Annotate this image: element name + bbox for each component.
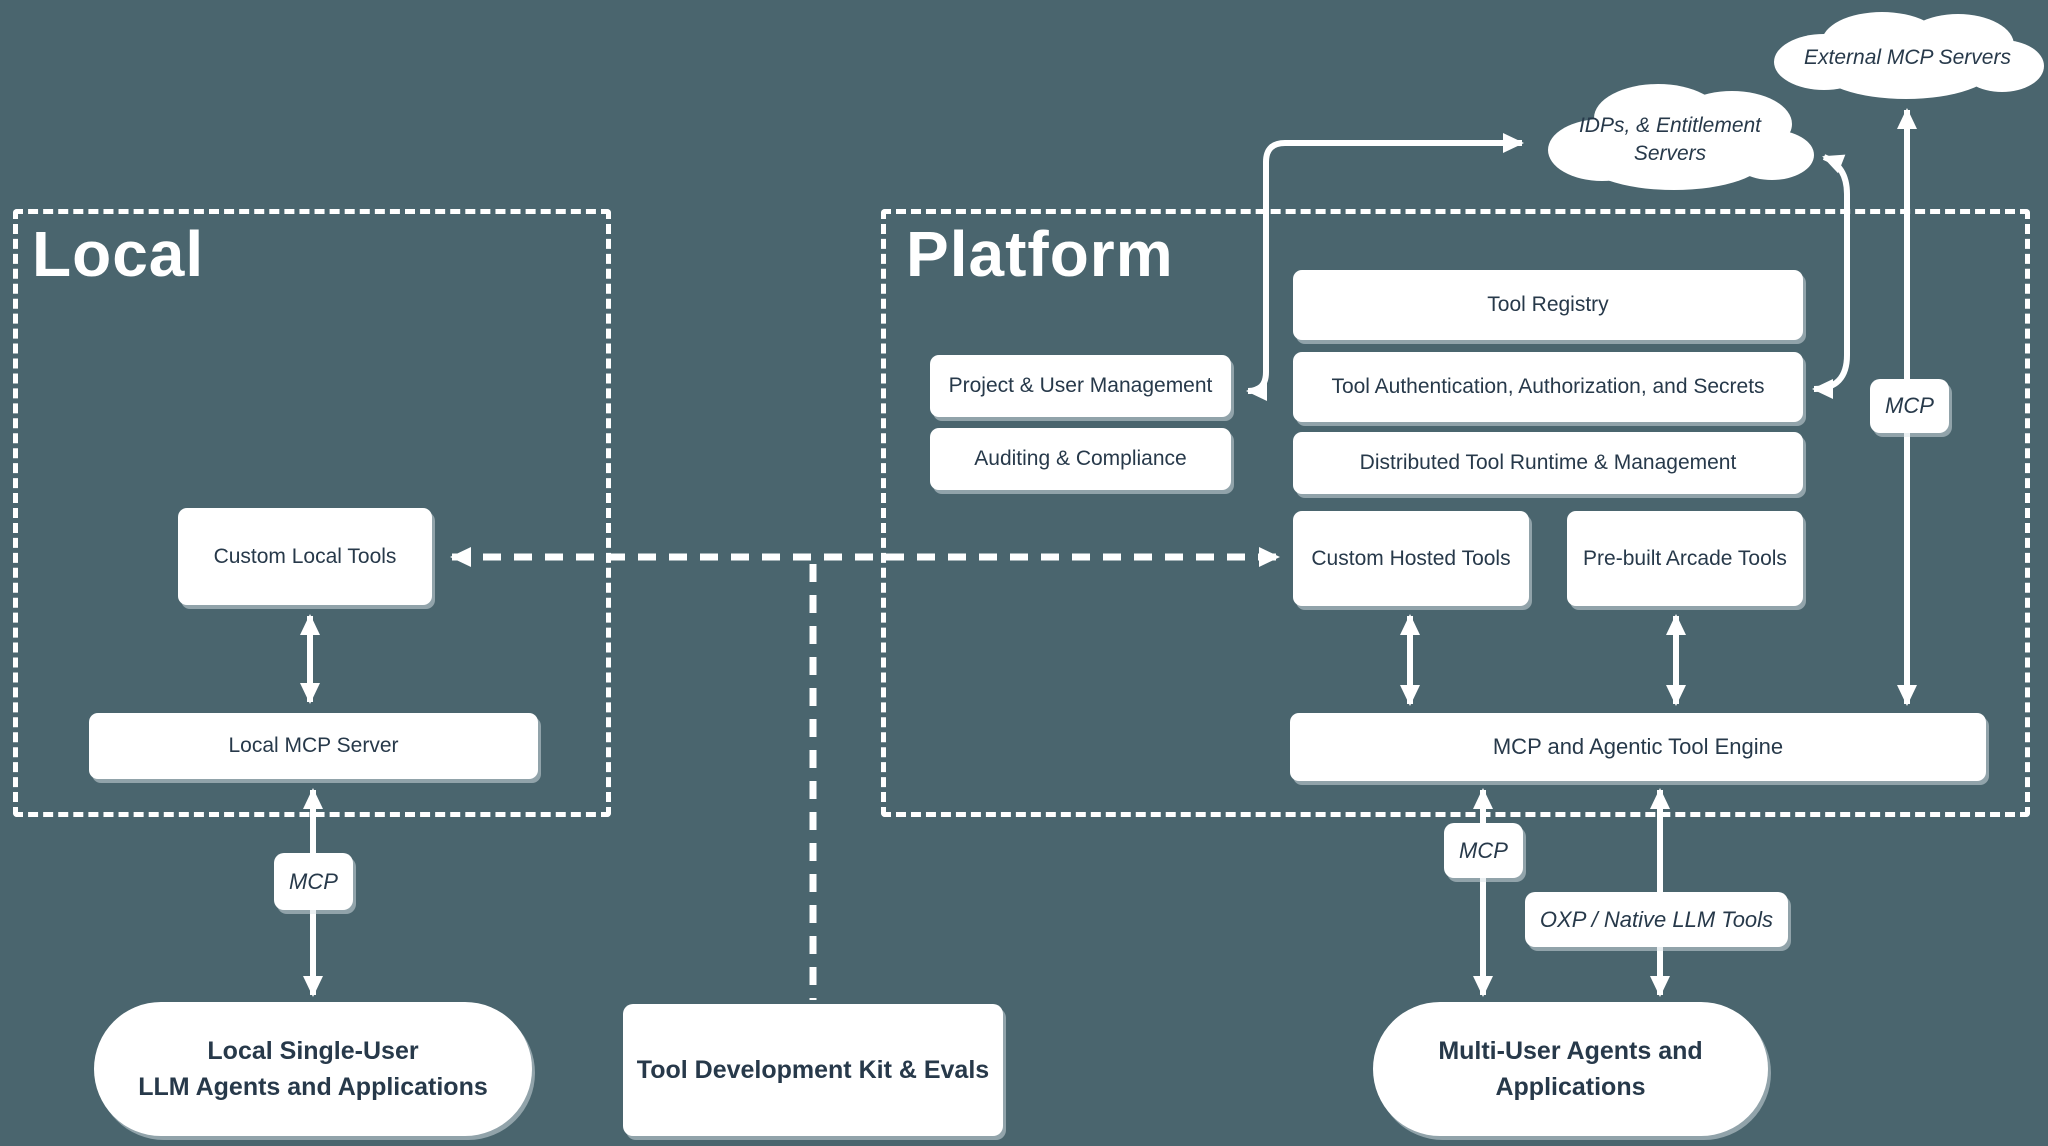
node-tool-auth: Tool Authentication, Authorization, and … — [1293, 352, 1803, 422]
node-custom-local-tools: Custom Local Tools — [178, 508, 432, 605]
dashed-connectors — [450, 547, 1280, 1000]
node-tool-development-kit: Tool Development Kit & Evals — [623, 1004, 1003, 1136]
arrow-project-mgmt-to-idp-cloud — [1246, 133, 1524, 401]
idp-cloud-label-line2: Servers — [1633, 142, 1707, 166]
node-custom-hosted-tools: Custom Hosted Tools — [1293, 511, 1529, 606]
node-local-mcp-server: Local MCP Server — [89, 713, 538, 779]
arrow-tool-auth-to-idp-cloud — [1812, 154, 1850, 399]
edge-label-mcp-local: MCP — [274, 853, 353, 910]
edge-label-mcp-platform: MCP — [1444, 823, 1523, 878]
external-mcp-cloud-label: External MCP Servers — [1804, 46, 2011, 69]
idp-cloud-label: IDPs, & Entitlement Servers — [1550, 112, 1790, 169]
node-mcp-agentic-tool-engine: MCP and Agentic Tool Engine — [1290, 713, 1986, 781]
idp-cloud-label-line1: IDPs, & Entitlement — [1578, 114, 1762, 137]
edge-label-mcp-external: MCP — [1870, 379, 1949, 433]
node-local-single-user-agents: Local Single-User LLM Agents and Applica… — [94, 1002, 532, 1136]
multi-user-line2: Applications — [1495, 1073, 1646, 1101]
idp-cloud — [1548, 84, 1814, 190]
local-agents-line1: Local Single-User — [207, 1036, 419, 1065]
node-project-user-management: Project & User Management — [930, 355, 1231, 417]
platform-group-title: Platform — [906, 218, 1174, 290]
multi-user-line1: Multi-User Agents and — [1438, 1036, 1703, 1065]
node-tool-registry: Tool Registry — [1293, 270, 1803, 340]
local-agents-line2: LLM Agents and Applications — [138, 1073, 488, 1101]
edge-label-oxp-native-llm-tools: OXP / Native LLM Tools — [1525, 892, 1788, 947]
node-prebuilt-arcade-tools: Pre-built Arcade Tools — [1567, 511, 1803, 606]
local-group-title: Local — [32, 218, 205, 290]
node-auditing-compliance: Auditing & Compliance — [930, 428, 1231, 490]
node-multi-user-agents: Multi-User Agents and Applications — [1373, 1002, 1768, 1136]
node-distributed-runtime: Distributed Tool Runtime & Management — [1293, 432, 1803, 494]
external-mcp-cloud — [1774, 12, 2044, 99]
